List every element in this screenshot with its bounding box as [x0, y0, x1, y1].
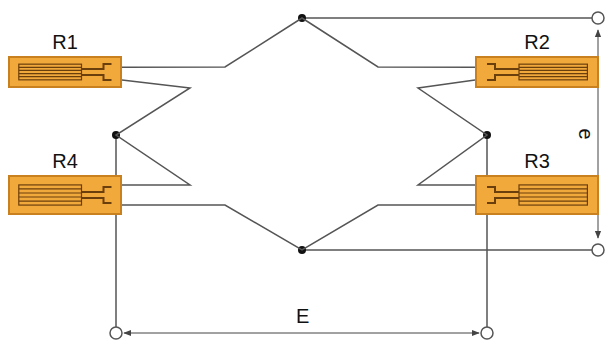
terminal — [481, 327, 493, 339]
output-wire — [302, 249, 592, 251]
bridge-wire — [116, 80, 190, 185]
terminal — [592, 244, 604, 256]
dimension-arrow — [124, 333, 479, 334]
supply-voltage-label: E — [294, 306, 311, 326]
resistor-label: R3 — [477, 150, 597, 173]
bridge-wire — [122, 18, 475, 67]
terminal — [110, 327, 122, 339]
bridge-wire — [418, 80, 487, 185]
gauge-grid — [10, 58, 120, 86]
strain-gauge: R1 — [8, 56, 122, 88]
resistor-label: R2 — [477, 31, 597, 54]
strain-gauge: R4 — [8, 175, 122, 215]
resistor-label: R1 — [10, 31, 120, 54]
supply-wire — [115, 135, 117, 327]
output-voltage-label: e — [576, 126, 596, 141]
gauge-grid — [477, 177, 597, 213]
supply-wire — [486, 135, 488, 327]
strain-gauge: R3 — [475, 175, 599, 215]
gauge-grid — [477, 58, 597, 86]
terminal — [592, 12, 604, 24]
bridge-wire — [122, 205, 475, 250]
gauge-grid — [10, 177, 120, 213]
resistor-label: R4 — [10, 150, 120, 173]
strain-gauge: R2 — [475, 56, 599, 88]
output-wire — [302, 17, 592, 19]
